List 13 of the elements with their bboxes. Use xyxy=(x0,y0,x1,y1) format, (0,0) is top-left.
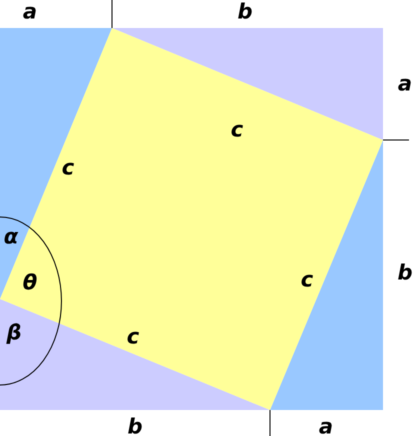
side-label: a xyxy=(398,74,412,94)
side-label: b xyxy=(127,416,143,436)
side-label: a xyxy=(22,2,38,22)
side-label: a xyxy=(318,416,334,436)
side-label: c xyxy=(230,120,244,140)
side-label: θ xyxy=(22,272,38,294)
side-label: α xyxy=(4,226,18,248)
side-label: c xyxy=(62,158,74,178)
side-label: β xyxy=(6,322,22,344)
side-label: b xyxy=(237,2,253,22)
side-label: c xyxy=(300,270,314,290)
side-label: c xyxy=(126,326,140,348)
side-label: b xyxy=(397,262,413,284)
